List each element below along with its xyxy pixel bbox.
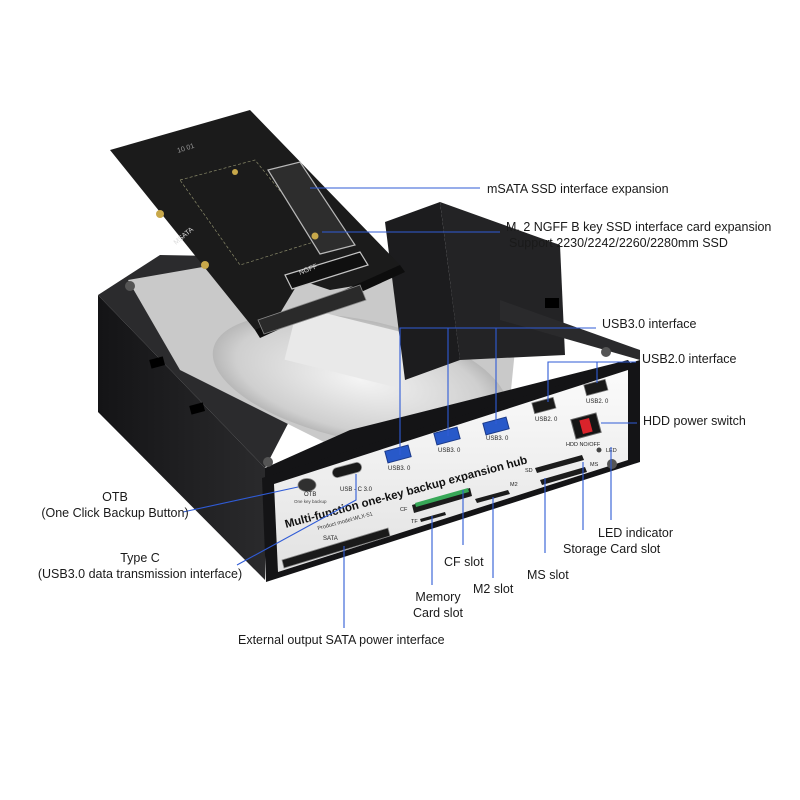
usb2-port-2[interactable] [583,378,609,397]
leader-lines [182,187,637,628]
usb3-panel-label: USB3. 0 [438,448,461,454]
callout-ms-slot: MS slot [527,568,569,582]
callout-m2-slot: M2 slot [473,582,514,596]
callout-otb-title: OTB [102,490,128,504]
leader-otb [182,486,299,513]
callout-usb3: USB3.0 interface [602,317,697,331]
ngff-slot [284,251,369,290]
enclosure-vent [545,298,559,308]
callout-otb-sub: (One Click Backup Button) [41,506,189,520]
usb3-port-3[interactable] [482,416,510,436]
callout-hdd-switch: HDD power switch [643,414,746,428]
enclosure-screw [263,457,273,467]
cf-card-inserted [415,488,469,507]
sd-panel-label: SD [525,468,533,474]
otb-button[interactable] [297,478,317,492]
tf-panel-label: TF [411,519,418,525]
callout-msata: mSATA SSD interface expansion [487,182,669,196]
m2-slot[interactable] [475,490,510,503]
hdd-power-switch-rocker [579,417,593,435]
leader-typec [236,474,357,566]
callout-ngff-line2: Support 2230/2242/2260/2280mm SSD [509,236,728,250]
enclosure-right-bracket [385,202,460,380]
card-screw [232,169,238,175]
card-screw [156,210,164,218]
otb-panel-label: OTB [304,492,316,498]
callout-sata-power: External output SATA power interface [238,633,445,647]
ms-panel-label: MS [590,462,599,468]
callout-typec-sub: (USB3.0 data transmission interface) [37,567,243,581]
enclosure-vent [189,402,206,415]
front-panel [274,370,628,572]
callout-ngff-line1: M. 2 NGFF B key SSD interface card expan… [506,220,772,234]
cf-panel-label: CF [400,507,408,513]
usb3-panel-label: USB3. 0 [388,466,411,472]
usb3-port-1[interactable] [384,444,412,464]
enclosure-right-top [500,300,640,360]
usb2-port-1[interactable] [531,396,557,415]
leader-usb3 [399,327,596,455]
enclosure-screw [125,281,135,291]
m2-panel-label: M2 [510,482,518,488]
usb2-panel-label: USB2. 0 [535,417,558,423]
card-screw [311,232,319,240]
msata-slot [267,161,356,255]
enclosure-left-side [98,295,265,580]
callout-memory-line2: Card slot [412,606,464,620]
sd-slot[interactable] [535,455,584,473]
sata-power-port[interactable] [281,527,391,569]
sata-panel-label: SATA [323,536,338,542]
callout-usb2: USB2.0 interface [642,352,737,366]
tf-slot[interactable] [420,512,446,522]
callout-led: LED indicator [598,526,674,540]
callout-memory-line1: Memory [415,590,461,604]
usb2-panel-label: USB2. 0 [586,399,609,405]
usb-c-port[interactable] [331,461,363,478]
hdd-panel-label: HDD NO/OFF [566,442,601,448]
enclosure-screw [601,347,611,357]
leader-usb2 [547,361,636,402]
card-sata-connector [257,284,367,335]
callout-typec-title: Type C [120,551,160,565]
enclosure-screw [607,459,617,469]
callout-cf-slot: CF slot [444,555,484,569]
otb-panel-sublabel: One key backup [294,499,327,504]
led-indicator [596,447,602,453]
card-screw [201,261,209,269]
enclosure-vent [149,356,166,369]
hard-drive-label [284,306,415,389]
callout-storage-card: Storage Card slot [563,542,661,556]
usb3-panel-label: USB3. 0 [486,436,509,442]
ms-slot[interactable] [540,467,587,485]
usb3-port-2[interactable] [433,426,461,446]
